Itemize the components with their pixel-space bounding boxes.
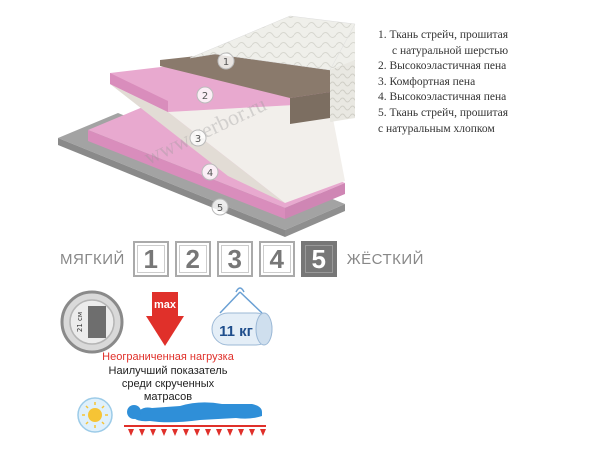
layer-1-top-strip	[160, 54, 330, 124]
firmness-level-2: 2	[174, 241, 211, 277]
firmness-level-3: 3	[216, 241, 253, 277]
breathable-sun-icon	[77, 397, 113, 433]
legend-item-3: 3. Комфортная пена	[378, 75, 476, 88]
layer-number-5: 5	[217, 203, 223, 214]
roll-note-line2: среди скрученных	[121, 378, 215, 390]
firmness-level-1: 1	[132, 241, 169, 277]
top-quilted-fabric	[189, 15, 356, 122]
roll-height-text: 21 см	[76, 312, 84, 332]
layer-number-4: 4	[207, 168, 213, 179]
layer-marker-2: 2	[196, 86, 214, 104]
firmness-scale: МЯГКИЙ 1 2 3 4 5 ЖЁСТКИЙ	[60, 240, 440, 278]
firmness-level-5: 5	[300, 241, 337, 277]
layer-legend: 1. Ткань стрейч, прошитая с натуральной …	[378, 28, 593, 137]
firmness-level-4: 4	[258, 241, 295, 277]
unlimited-load-caption: Неограниченная нагрузка	[102, 351, 234, 363]
legend-item-5-line2: с натуральным хлопком	[378, 122, 495, 135]
hard-label: ЖЁСТКИЙ	[346, 250, 424, 268]
rolled-mattress-icon: 21 см	[60, 290, 124, 354]
roll-note-line1: Наилучший показатель	[108, 365, 228, 377]
layer-number-2: 2	[202, 91, 208, 102]
lying-figure-pressure-icon	[124, 402, 266, 436]
roll-note-line3: матрасов	[143, 391, 193, 403]
legend-item-1-line1: 1. Ткань стрейч, прошитая	[378, 29, 509, 41]
layer-number-1: 1	[223, 57, 229, 68]
legend-item-1-line2: с натуральной шерстью	[392, 44, 509, 57]
layer-2-pink-foam	[110, 63, 330, 112]
legend-item-5-line1: 5. Ткань стрейч, прошитая	[378, 106, 509, 119]
roll-note-caption: Наилучший показатель среди скрученных ма…	[98, 365, 238, 404]
layer-marker-5: 5	[211, 198, 229, 216]
max-load-arrow-icon: max	[146, 292, 184, 346]
layer-number-3: 3	[195, 134, 201, 145]
max-label-text: max	[154, 299, 177, 311]
layer-marker-3: 3	[189, 129, 207, 147]
legend-item-1: 1. Ткань стрейч, прошитая с натуральной …	[378, 28, 593, 59]
layer-marker-4: 4	[201, 163, 219, 181]
weight-text: 11 кг	[219, 323, 253, 340]
legend-item-5: 5. Ткань стрейч, прошитая с натуральным …	[378, 106, 593, 137]
layer-marker-1: 1	[217, 52, 235, 70]
weight-roll-icon: 11 кг	[211, 287, 273, 346]
legend-item-2: 2. Высокоэластичная пена	[378, 60, 507, 73]
legend-item-4: 4. Высокоэластичная пена	[378, 91, 507, 104]
soft-label: МЯГКИЙ	[60, 250, 125, 268]
